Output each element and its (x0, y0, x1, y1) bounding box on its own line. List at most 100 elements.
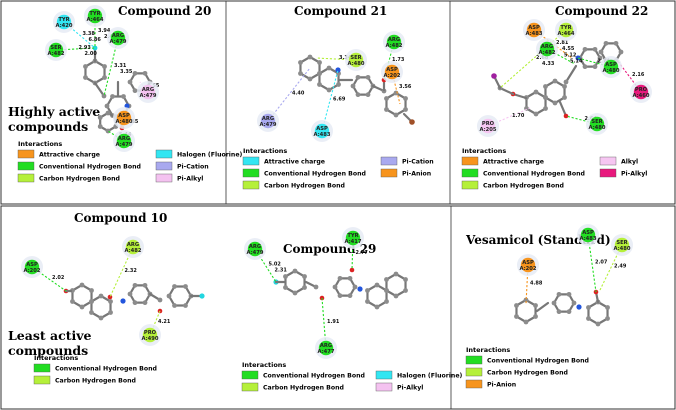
legend-label: Conventional Hydrogen Bond (55, 366, 157, 373)
residue-disc (140, 84, 156, 100)
legend-label: Pi-Alkyl (621, 171, 647, 178)
residue-label: PRO (635, 87, 648, 93)
atom (523, 319, 529, 325)
legend-swatch (599, 168, 617, 178)
residue-label: ASP (118, 113, 130, 119)
atom (384, 107, 389, 112)
legend-swatch (241, 382, 259, 392)
atom (105, 110, 111, 116)
legend-swatch (465, 367, 483, 377)
distance-label: 3.94 (98, 28, 111, 34)
atom (533, 89, 539, 95)
residue-disc (318, 340, 334, 356)
distance-label: 2.93 (79, 45, 92, 51)
panel-title: Compound 20 (118, 4, 211, 18)
bond (535, 301, 550, 313)
atom (605, 305, 610, 310)
legend-swatch (380, 168, 398, 178)
residue-disc (345, 230, 361, 246)
panel-title: Compound 22 (555, 4, 648, 18)
residue-disc (526, 22, 542, 38)
distance-label: 5.14 (570, 59, 583, 65)
atom (317, 71, 322, 76)
distance-label: 2.32 (125, 268, 138, 274)
atom (302, 285, 307, 290)
legend-swatch (155, 149, 173, 159)
legend-swatch (17, 173, 35, 183)
atom (302, 274, 307, 279)
legend-swatch (17, 161, 35, 171)
residue-label: ARG (249, 244, 261, 250)
legend-heading: Interactions (466, 346, 510, 354)
atom (605, 316, 610, 321)
residue-label: A:479 (246, 250, 263, 256)
residue-disc (633, 84, 649, 100)
residue-label: ARG (388, 37, 400, 43)
atom (598, 49, 604, 55)
atom (121, 94, 126, 99)
legend-label: Carbon Hydrogen Bond (483, 183, 564, 190)
distance-label: 3.38 (83, 31, 96, 37)
residue-label: A:420 (55, 23, 72, 29)
residue-label: A:202 (23, 268, 40, 274)
atom (551, 300, 557, 306)
atom (132, 88, 138, 94)
residue-label: ARG (262, 116, 274, 122)
legend-swatch (155, 161, 173, 171)
legend-swatch (242, 168, 260, 178)
atom (533, 303, 538, 308)
atom (533, 111, 539, 117)
atom (335, 67, 341, 73)
atom (166, 293, 172, 299)
atom (89, 310, 94, 315)
legend-heading: Interactions (462, 147, 506, 155)
atom (337, 293, 343, 299)
interaction-line (487, 107, 531, 127)
residue-disc (314, 123, 330, 139)
legend-label: Pi-Cation (177, 164, 209, 171)
atom (595, 321, 601, 327)
legend-heading: Interactions (18, 140, 62, 148)
residue-label: A:479 (109, 39, 126, 45)
legend-label: Pi-Cation (402, 159, 434, 166)
residue-label: A:477 (317, 349, 334, 355)
interaction-line (525, 264, 529, 305)
residue-disc (603, 59, 619, 75)
residue-disc (48, 42, 64, 58)
distance-label: 2.81 (556, 40, 569, 46)
residue-label: SER (616, 240, 627, 246)
atom (199, 293, 205, 299)
residue-label: PRO (144, 330, 157, 336)
atom (292, 268, 298, 274)
residue-label: A:480 (602, 68, 619, 74)
legend-label: Carbon Hydrogen Bond (39, 176, 120, 183)
atom (556, 291, 562, 297)
legend-label: Carbon Hydrogen Bond (264, 183, 345, 190)
residue-disc (56, 14, 72, 30)
residue-disc (384, 64, 400, 80)
atom (592, 64, 598, 70)
residue-label: ASP (386, 67, 398, 73)
distance-label: 2.77 (356, 250, 369, 256)
residue-label: A:479 (115, 142, 132, 148)
atom (97, 124, 103, 129)
atom (562, 84, 567, 89)
atom (307, 76, 313, 82)
residue-disc (480, 118, 496, 134)
atom (566, 291, 572, 297)
residue-disc (558, 22, 574, 38)
interaction-line (254, 248, 277, 283)
atom (523, 297, 529, 303)
legend-label: Conventional Hydrogen Bond (487, 358, 589, 365)
residue-disc (125, 239, 141, 255)
legend-swatch (599, 156, 617, 166)
panel-c22: Compound 222.812.685.122.742.161.702.644… (461, 4, 652, 190)
atom (108, 310, 113, 315)
atom (298, 60, 303, 65)
atom (79, 282, 85, 288)
atom (618, 49, 624, 55)
atom (403, 96, 408, 101)
atom (83, 75, 88, 80)
